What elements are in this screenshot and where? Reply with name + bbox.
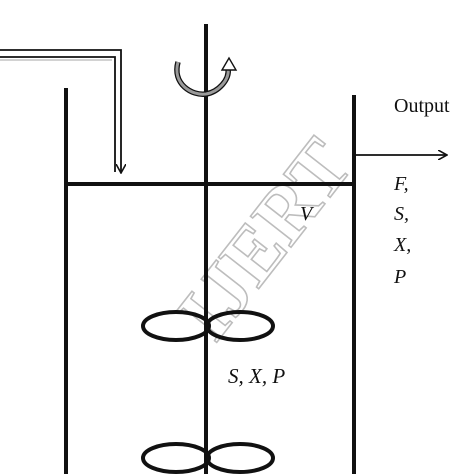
upper-impeller (141, 310, 275, 342)
volume-label: V (300, 203, 315, 225)
output-label: Output (394, 95, 450, 117)
inlet-pipe (0, 49, 121, 172)
tank-contents-label: S, X, P (228, 364, 285, 388)
lower-impeller (141, 442, 275, 474)
watermark-text: IJERT (160, 122, 368, 354)
outlet-var: F, (393, 173, 409, 195)
outlet-variables: F, S, X, P (393, 173, 411, 288)
outlet-var: X, (393, 234, 411, 256)
watermark: IJERT (159, 122, 369, 356)
outlet-var: P (393, 266, 406, 288)
outlet-var: S, (394, 203, 409, 225)
rotation-arrow-icon (174, 56, 238, 97)
